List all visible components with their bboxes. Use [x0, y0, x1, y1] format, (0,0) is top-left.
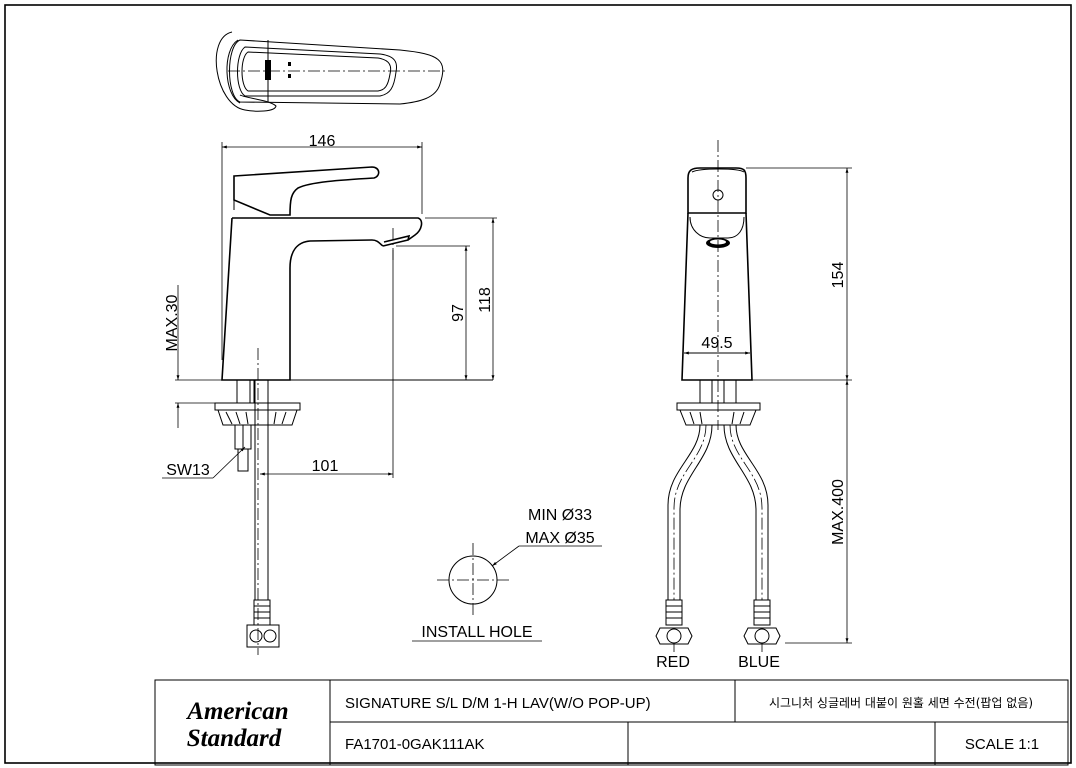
dim-outlet-height: 97 [450, 304, 467, 322]
scale: SCALE 1:1 [965, 736, 1039, 753]
dim-hose-length: MAX.400 [830, 479, 847, 545]
sheet-border [4, 4, 1072, 764]
side-view [214, 166, 493, 655]
install-hole-label: INSTALL HOLE [421, 624, 532, 641]
dim-wrench-size: SW13 [166, 462, 210, 479]
install-hole-max: MAX Ø35 [525, 530, 594, 547]
american-standard-logo: American Standard [185, 698, 288, 752]
model-number: FA1701-0GAK111AK [345, 736, 485, 753]
dim-total-height: 154 [830, 262, 847, 289]
install-hole-detail: MIN Ø33 MAX Ø35 INSTALL HOLE [412, 507, 602, 642]
title-block: American Standard SIGNATURE S/L D/M 1-H … [154, 679, 1069, 766]
svg-text:American: American [185, 698, 288, 725]
dim-spout-height: 118 [477, 287, 494, 313]
product-name-korean: 시그니처 싱글레버 대붙이 원홀 세면 수전(팝업 없음) [769, 696, 1033, 710]
dim-max-deck-thickness: MAX.30 [164, 294, 181, 351]
top-view [215, 31, 445, 112]
install-hole-min: MIN Ø33 [528, 507, 592, 524]
hose-label-red: RED [656, 654, 690, 671]
front-view-dimensions: 49.5 154 MAX.400 [684, 167, 852, 644]
side-view-dimensions: 146 118 97 MAX.30 101 SW13 [162, 133, 497, 479]
dim-body-width: 49.5 [701, 335, 732, 352]
product-name: SIGNATURE S/L D/M 1-H LAV(W/O POP-UP) [345, 695, 651, 712]
dim-spout-reach: 101 [312, 458, 339, 475]
front-view: RED BLUE [655, 140, 781, 671]
dim-overall-length: 146 [309, 133, 336, 150]
hose-label-blue: BLUE [738, 654, 780, 671]
svg-text:Standard: Standard [187, 725, 282, 752]
